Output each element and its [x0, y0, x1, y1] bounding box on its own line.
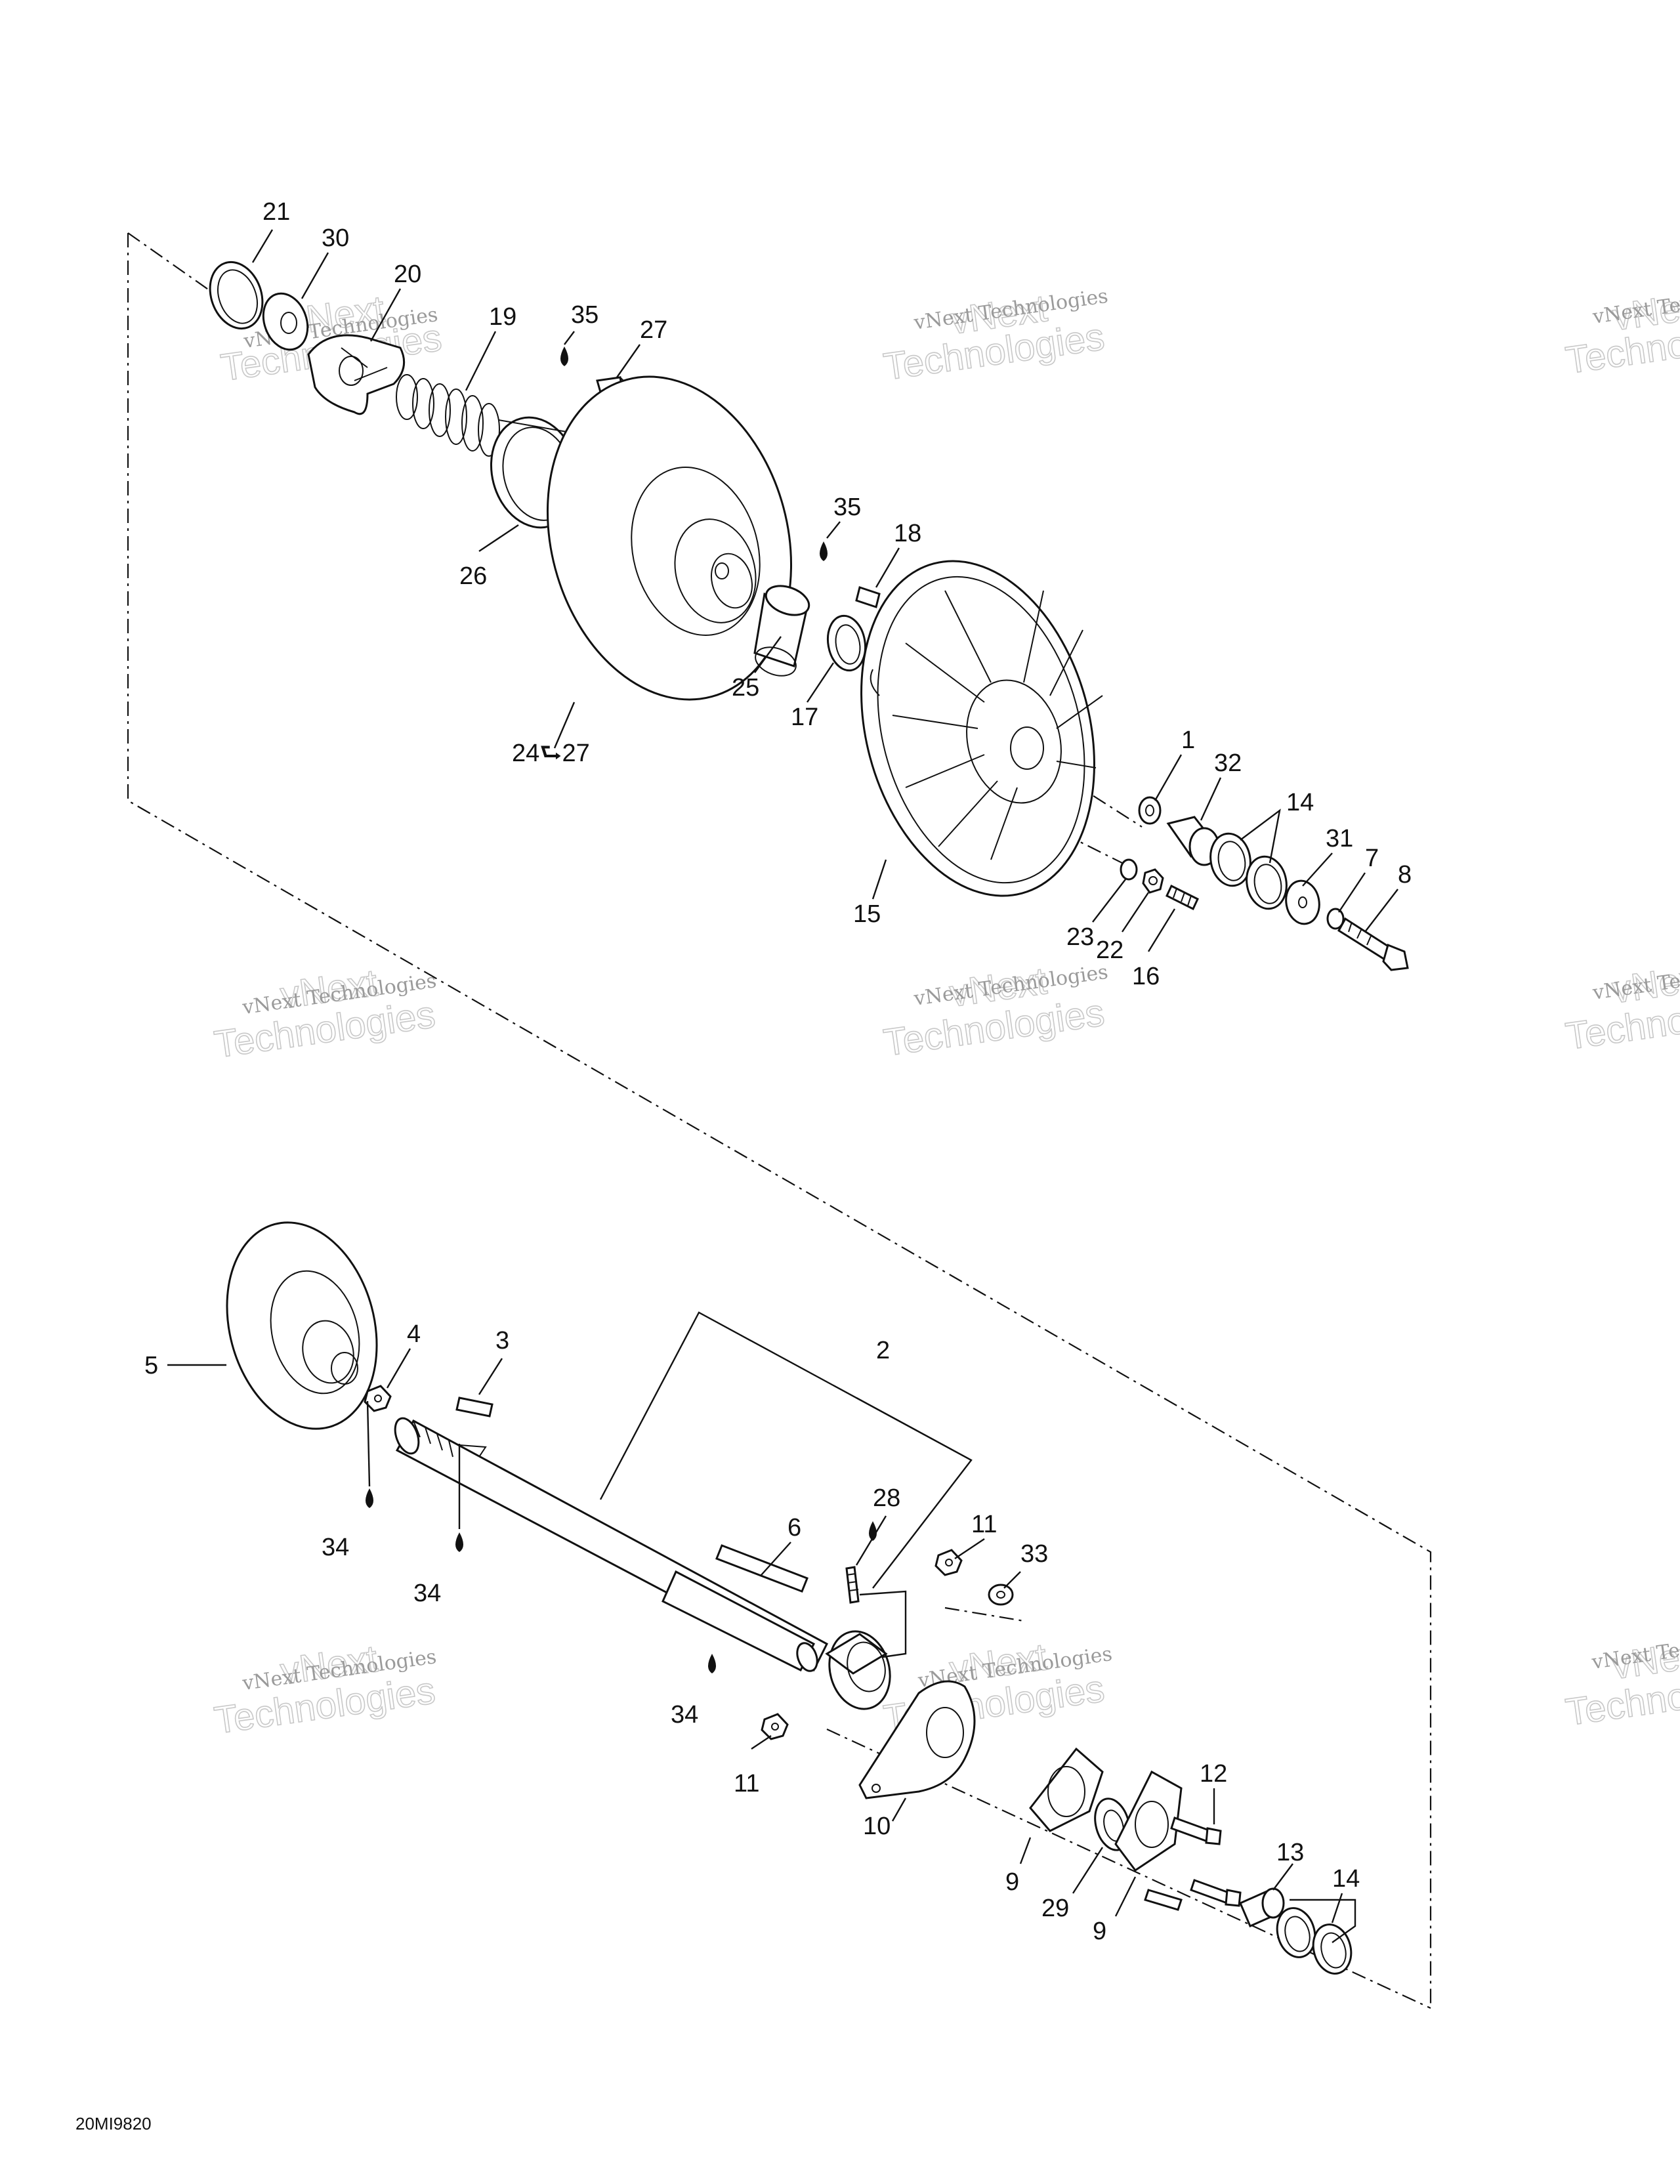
nut-11	[934, 1549, 963, 1576]
part-label: 4	[407, 1320, 421, 1348]
washer-23	[1120, 858, 1138, 881]
part-label: 33	[1020, 1540, 1048, 1568]
diagram-code: 20MI9820	[75, 2114, 152, 2133]
nut-11	[761, 1713, 789, 1740]
watermark: Technologies vNext vNext Technologies	[1563, 1624, 1680, 1734]
watermark: Technologies vNext vNext Technologies	[881, 959, 1110, 1064]
setscrew-28	[845, 1566, 860, 1604]
lubricant-drop-icon	[366, 1488, 373, 1508]
part-label: 14	[1286, 789, 1314, 816]
part-label: 11	[971, 1511, 997, 1538]
part-label: 1	[1181, 726, 1195, 754]
part-label: 12	[1200, 1760, 1227, 1788]
part-label: 14	[1332, 1865, 1360, 1893]
lubricant-drop-icon	[708, 1654, 716, 1673]
part-label: 9	[1005, 1868, 1019, 1896]
part-label: 2	[876, 1337, 890, 1364]
flange-9	[1029, 1747, 1104, 1832]
part-label: 6	[788, 1514, 801, 1542]
watermark: Technologies vNext vNext Technologies	[211, 1637, 438, 1742]
part-label: 5	[144, 1352, 158, 1379]
washer-1	[1138, 796, 1162, 825]
bushing-13	[1239, 1887, 1285, 1927]
shaft-assembly	[226, 1221, 1353, 1975]
bolt-12	[1144, 1889, 1183, 1911]
part-label: 27	[640, 316, 667, 344]
circlip-21	[209, 261, 264, 330]
lubricant-drop-icon	[820, 541, 828, 561]
part-label: 30	[322, 224, 349, 252]
spring-19	[396, 374, 500, 457]
part-label: 10	[863, 1813, 891, 1840]
lubricant-drop-icon	[455, 1532, 463, 1552]
part-label: 11	[734, 1770, 759, 1797]
part-label: 29	[1041, 1895, 1069, 1922]
part-label: 7	[1365, 845, 1379, 872]
key-18	[855, 586, 881, 608]
part-label: 34	[413, 1580, 441, 1607]
screw-16	[1166, 884, 1199, 911]
part-label: 13	[1276, 1839, 1304, 1866]
shim-14	[1276, 1907, 1353, 1975]
plate-10	[858, 1680, 976, 1799]
disc-5	[226, 1221, 378, 1430]
washer-31	[1285, 879, 1320, 925]
watermark: Technologies vNext vNext Technologies	[211, 961, 438, 1066]
part-labels: 21 30 20 19 35 27 26 35 18 25 17 24⮑27 1…	[144, 198, 1412, 1945]
shaft-2	[394, 1417, 828, 1672]
part-label: 20	[394, 261, 421, 288]
lubricant-drop-icon	[560, 346, 568, 366]
leader-lines	[167, 229, 1398, 1943]
bolt-12	[1170, 1816, 1222, 1845]
key-6	[715, 1544, 808, 1593]
fixed-half-15	[860, 560, 1103, 897]
part-label: 22	[1096, 936, 1124, 964]
part-label: 31	[1326, 825, 1353, 852]
bushing-25	[753, 585, 810, 677]
part-label: 21	[262, 198, 290, 226]
watermark: Technologies vNext vNext Technologies	[1563, 955, 1680, 1059]
watermark: Technologies vNext vNext Technologies	[1563, 279, 1680, 383]
part-label: 34	[322, 1534, 349, 1561]
part-label: 25	[732, 674, 759, 702]
part-label: 35	[833, 494, 861, 521]
part-label: 16	[1132, 963, 1160, 990]
part-label: 8	[1398, 861, 1412, 889]
part-label: 18	[894, 520, 921, 547]
part-label: 17	[791, 704, 818, 731]
ring-17	[826, 614, 867, 672]
part-label: 28	[873, 1484, 900, 1512]
part-label: 24⮑27	[512, 740, 590, 767]
part-label: 34	[671, 1701, 698, 1729]
key-3	[455, 1396, 494, 1418]
nut-22	[1142, 868, 1164, 894]
bolt-12	[1190, 1879, 1242, 1907]
part-label: 9	[1093, 1918, 1106, 1945]
lockwasher-7	[1326, 908, 1345, 930]
driven-pulley-assembly	[209, 261, 1409, 971]
watermarks: Technologies vNext vNext Technologies Te…	[211, 279, 1680, 1743]
cam-20	[307, 334, 406, 415]
part-label: 3	[495, 1327, 509, 1354]
part-label: 15	[853, 900, 881, 928]
watermark: Technologies vNext vNext Technologies	[881, 285, 1110, 389]
part-label: 32	[1214, 749, 1242, 777]
nut-4	[364, 1385, 392, 1412]
part-label: 19	[489, 303, 516, 331]
part-label: 23	[1066, 923, 1094, 951]
washer-30	[262, 292, 309, 351]
sliding-half-24	[546, 375, 793, 701]
collar-2	[825, 1630, 891, 1710]
shim-14	[1209, 832, 1288, 910]
part-label: 26	[459, 562, 487, 590]
washer-33	[988, 1584, 1014, 1606]
bolt-8	[1337, 917, 1409, 971]
flange-9	[1114, 1770, 1183, 1872]
part-label: 35	[571, 301, 598, 329]
